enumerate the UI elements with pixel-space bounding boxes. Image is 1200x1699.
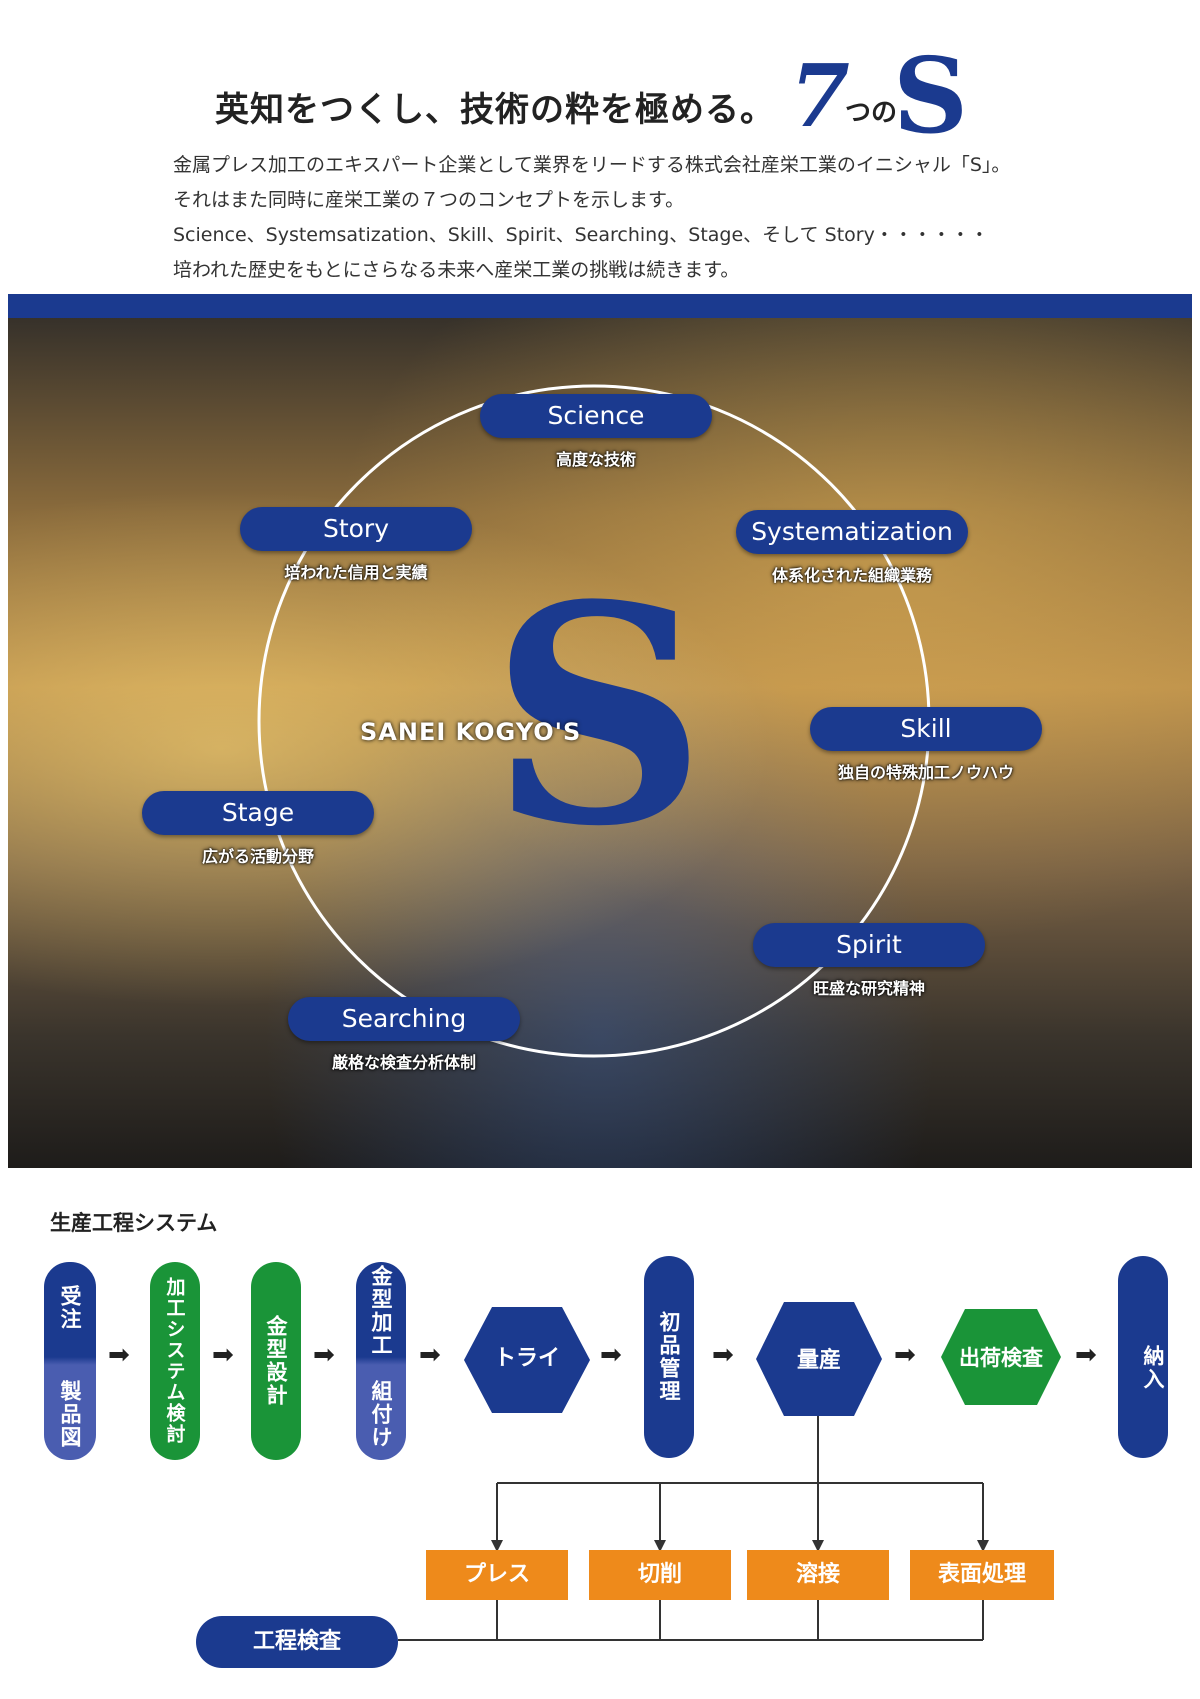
sub-step-surface-treatment: 表面処理 — [910, 1550, 1054, 1600]
concept-story: Story 培われた信用と実績 — [240, 507, 472, 583]
step-order: 受注 製品図 — [44, 1262, 96, 1460]
concept-systematization: Systematization 体系化された組織業務 — [736, 510, 968, 586]
intro-text: 金属プレス加工のエキスパート企業として業界をリードする株式会社産栄工業のイニシャ… — [173, 148, 1010, 288]
right-arrow-icon: ➡ — [712, 1340, 734, 1370]
tsuno-label: つの — [845, 98, 898, 128]
concept-desc: 厳格な検査分析体制 — [331, 1053, 476, 1072]
step-mass-production-hexagon — [756, 1302, 882, 1416]
concept-pill: Spirit — [753, 923, 985, 967]
sub-step-cutting: 切削 — [589, 1550, 731, 1600]
step-label: 金型加工 — [369, 1265, 393, 1357]
concept-pill: Systematization — [736, 510, 968, 554]
concept-skill: Skill 独自の特殊加工ノウハウ — [810, 707, 1042, 783]
step-label: 加工システム検討 — [163, 1277, 186, 1445]
headline: 英知をつくし、技術の粋を極める。 — [215, 90, 775, 130]
step-mass-production-label: 量産 — [796, 1348, 841, 1373]
sub-step-press: プレス — [426, 1550, 568, 1600]
right-arrow-icon: ➡ — [108, 1340, 130, 1370]
step-system-review: 加工システム検討 — [150, 1262, 200, 1460]
big-letter-s: S — [893, 34, 969, 157]
step-label: 納入 — [1141, 1345, 1165, 1391]
step-initial-control: 初品管理 — [644, 1256, 694, 1458]
sanei-kogyos-label: SANEI KOGYO'S — [360, 718, 582, 746]
concept-desc: 体系化された組織業務 — [771, 566, 932, 585]
intro-line: Science、Systemsatization、Skill、Spirit、Se… — [173, 224, 989, 246]
intro-line: それはまた同時に産栄工業の７つのコンセプトを示します。 — [173, 189, 685, 211]
concept-desc: 旺盛な研究精神 — [812, 979, 925, 998]
concept-spirit: Spirit 旺盛な研究精神 — [753, 923, 985, 999]
process-inspection: 工程検査 — [196, 1616, 398, 1668]
concept-stage: Stage 広がる活動分野 — [142, 791, 374, 867]
step-try-hexagon — [464, 1307, 590, 1413]
step-label: 受注 — [58, 1285, 82, 1331]
step-die-machining: 金型加工 組付け — [356, 1262, 406, 1460]
concept-pill: Story — [240, 507, 472, 551]
step-shipping-inspection-label: 出荷検査 — [959, 1346, 1043, 1370]
concept-science: Science 高度な技術 — [480, 394, 712, 470]
right-arrow-icon: ➡ — [212, 1340, 234, 1370]
concept-desc: 培われた信用と実績 — [284, 563, 428, 582]
concept-desc: 独自の特殊加工ノウハウ — [837, 763, 1014, 782]
concept-searching: Searching 厳格な検査分析体制 — [288, 997, 520, 1073]
concept-pill: Science — [480, 394, 712, 438]
step-delivery: 納入 — [1118, 1256, 1168, 1458]
intro-line: 培われた歴史をもとにさらなる未来へ産栄工業の挑戦は続きます。 — [173, 259, 740, 281]
step-label: 組付け — [369, 1379, 393, 1449]
right-arrow-icon: ➡ — [313, 1340, 335, 1370]
right-arrow-icon: ➡ — [419, 1340, 441, 1370]
process-title: 生産工程システム — [50, 1211, 218, 1235]
concept-desc: 広がる活動分野 — [201, 847, 314, 866]
step-order-bottom: 製品図 — [44, 1368, 96, 1460]
step-shipping-inspection-hexagon — [941, 1309, 1061, 1405]
concept-pill: Stage — [142, 791, 374, 835]
factory-photo: S SANEI KOGYO'S Science 高度な技術 Systematiz… — [8, 294, 1192, 1168]
step-label: 製品図 — [58, 1379, 82, 1449]
concept-desc: 高度な技術 — [555, 450, 636, 469]
right-arrow-icon: ➡ — [1075, 1340, 1097, 1370]
step-die-machining-top: 金型加工 — [356, 1262, 406, 1360]
step-die-design: 金型設計 — [251, 1262, 301, 1460]
right-arrow-icon: ➡ — [894, 1340, 916, 1370]
step-die-machining-bottom: 組付け — [356, 1368, 406, 1460]
step-order-top: 受注 — [44, 1262, 96, 1354]
sub-step-welding: 溶接 — [747, 1550, 889, 1600]
step-label: 初品管理 — [657, 1311, 681, 1403]
concept-pill: Skill — [810, 707, 1042, 751]
right-arrow-icon: ➡ — [600, 1340, 622, 1370]
step-try-label: トライ — [493, 1346, 560, 1371]
center-s-letter: S — [490, 539, 707, 892]
step-label: 金型設計 — [264, 1315, 288, 1407]
intro-line: 金属プレス加工のエキスパート企業として業界をリードする株式会社産栄工業のイニシャ… — [173, 154, 1011, 176]
concept-pill: Searching — [288, 997, 520, 1041]
big-number-seven: 7 — [790, 46, 850, 147]
photo-top-band — [8, 294, 1192, 318]
